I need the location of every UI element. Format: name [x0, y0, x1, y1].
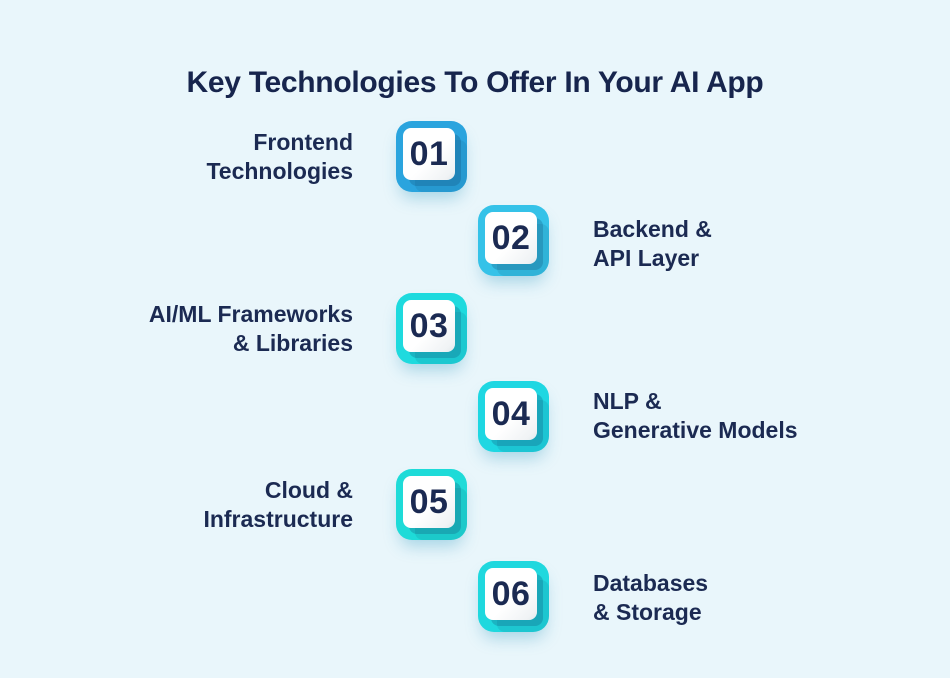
step-06-card: 06 — [485, 568, 537, 620]
step-06-label: Databases & Storage — [593, 569, 708, 627]
step-04-card: 04 — [485, 388, 537, 440]
label-line: Infrastructure — [203, 506, 353, 532]
label-line: Cloud & — [264, 477, 353, 503]
label-line: Backend & — [593, 216, 712, 242]
step-05-label: Cloud & Infrastructure — [203, 476, 353, 534]
step-05-number: 05 — [409, 482, 449, 521]
step-04-number: 04 — [491, 394, 531, 433]
step-03-card: 03 — [403, 300, 455, 352]
step-03-label: AI/ML Frameworks & Libraries — [149, 300, 353, 358]
label-line: Databases — [593, 570, 709, 596]
label-line: Technologies — [206, 158, 353, 184]
label-line: API Layer — [593, 245, 700, 271]
step-01-label: Frontend Technologies — [206, 128, 353, 186]
step-01-badge: 01 — [396, 121, 467, 192]
step-02-badge: 02 — [478, 205, 549, 276]
step-05-badge: 05 — [396, 469, 467, 540]
step-06-badge: 06 — [478, 561, 549, 632]
label-line: NLP & — [593, 388, 662, 414]
label-line: AI/ML Frameworks — [148, 301, 353, 327]
step-01-card: 01 — [403, 128, 455, 180]
step-03-badge: 03 — [396, 293, 467, 364]
page-title: Key Technologies To Offer In Your AI App — [186, 66, 764, 100]
step-02-label: Backend & API Layer — [593, 215, 712, 273]
step-02-number: 02 — [491, 218, 531, 257]
step-04-label: NLP & Generative Models — [593, 387, 798, 445]
label-line: Generative Models — [593, 417, 798, 443]
step-01-number: 01 — [409, 134, 449, 173]
step-05-card: 05 — [403, 476, 455, 528]
step-03-number: 03 — [409, 306, 449, 345]
step-04-badge: 04 — [478, 381, 549, 452]
label-line: Frontend — [253, 129, 353, 155]
step-02-card: 02 — [485, 212, 537, 264]
step-06-number: 06 — [491, 574, 531, 613]
label-line: & Libraries — [232, 330, 353, 356]
label-line: & Storage — [593, 599, 702, 625]
